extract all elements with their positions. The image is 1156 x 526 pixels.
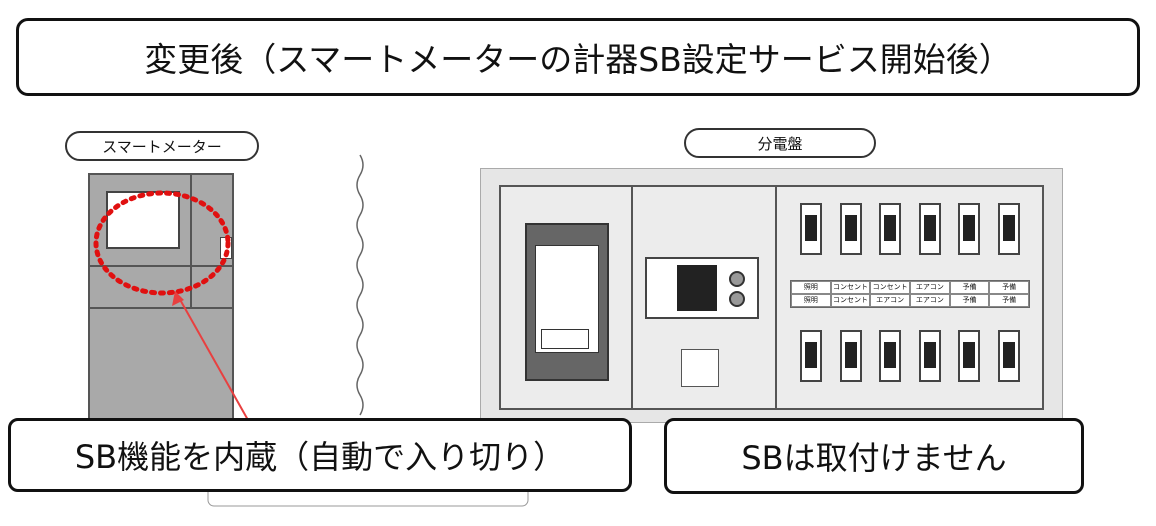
smart-meter-label: スマートメーター <box>65 131 259 161</box>
circuit-label: エアコン <box>910 294 950 307</box>
earth-leakage-breaker <box>645 257 759 319</box>
circuit-label: エアコン <box>910 281 950 294</box>
pointer-arrow <box>177 295 249 421</box>
page-title: 変更後（スマートメーターの計器SB設定サービス開始後） <box>16 18 1140 96</box>
warning-sticker-icon <box>681 349 719 387</box>
circuit-label: 予備 <box>949 294 990 307</box>
circuit-label: 照明 <box>791 281 831 294</box>
circuit-label: コンセント <box>830 294 871 307</box>
smart-meter-drawing <box>88 173 234 433</box>
breakers-top <box>800 203 1020 259</box>
panel-callout: SBは取付けません <box>664 418 1084 494</box>
circuit-label: コンセント <box>870 281 910 294</box>
circuit-label: コンセント <box>830 281 871 294</box>
meter-callout: SB機能を内蔵（自動で入り切り） <box>8 418 632 492</box>
circuit-label: 予備 <box>989 281 1029 294</box>
sb-dotted-circle <box>93 190 231 296</box>
circuit-label: 照明 <box>791 294 831 307</box>
circuit-label: 予備 <box>989 294 1029 307</box>
circuit-label: エアコン <box>870 294 910 307</box>
wavy-divider <box>356 154 364 416</box>
distribution-board-label: 分電盤 <box>684 128 876 158</box>
circuit-labels: 照明 コンセント コンセント エアコン 予備 予備 照明 コンセント エアコン … <box>790 280 1030 308</box>
breakers-bottom <box>800 330 1020 386</box>
main-breaker <box>525 223 609 381</box>
circuit-label: 予備 <box>949 281 990 294</box>
